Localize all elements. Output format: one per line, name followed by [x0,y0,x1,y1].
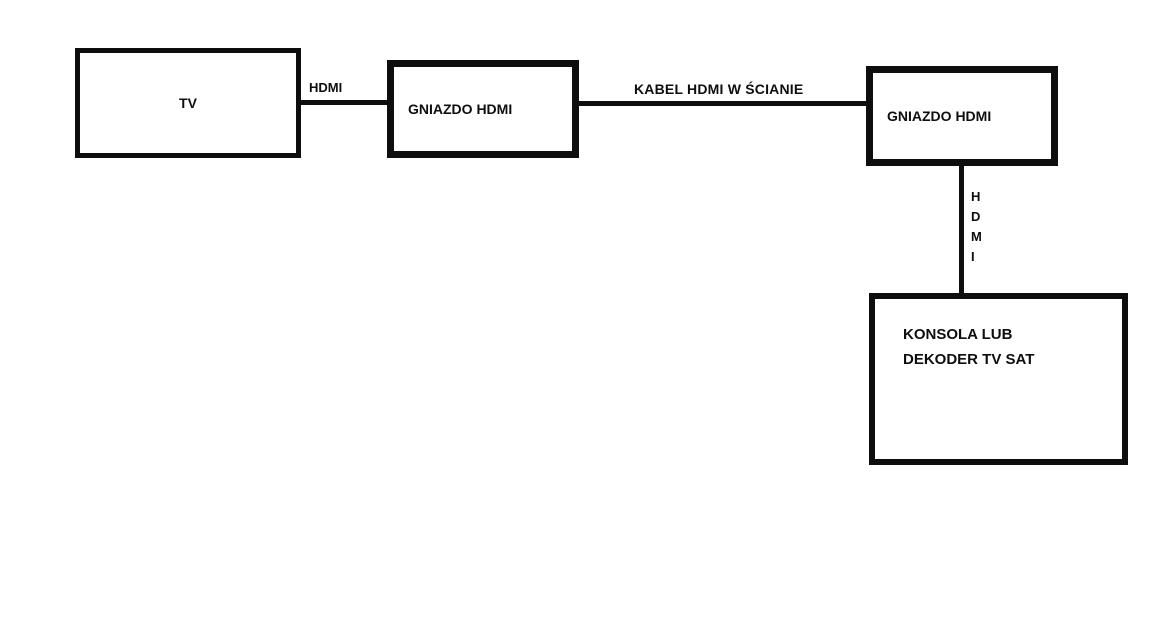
edge-tv-to-socket [300,100,388,105]
console-decoder-node: KONSOLA LUB DEKODER TV SAT [869,293,1128,465]
tv-node: TV [75,48,301,158]
hdmi-vertical-letter: D [971,209,981,224]
console-decoder-label-line1: KONSOLA LUB [903,326,1013,343]
tv-node-label: TV [179,95,197,111]
edge-socket-to-console [959,165,964,294]
hdmi-socket-left-node: GNIAZDO HDMI [387,60,579,158]
hdmi-vertical-letter: M [971,229,982,244]
hdmi-vertical-letter: I [971,249,975,264]
edge-label-kabel-hdmi-w-scianie: KABEL HDMI W ŚCIANIE [634,81,804,97]
hdmi-socket-left-label: GNIAZDO HDMI [408,101,513,117]
hdmi-socket-right-label: GNIAZDO HDMI [887,108,992,124]
edge-label-hdmi: HDMI [309,80,343,95]
edge-socket-to-socket [578,101,867,106]
hdmi-socket-right-node: GNIAZDO HDMI [866,66,1058,166]
hdmi-vertical-letter: H [971,189,981,204]
edge-label-hdmi-vertical: H D M I [971,187,982,267]
console-decoder-label-line2: DEKODER TV SAT [903,351,1035,368]
